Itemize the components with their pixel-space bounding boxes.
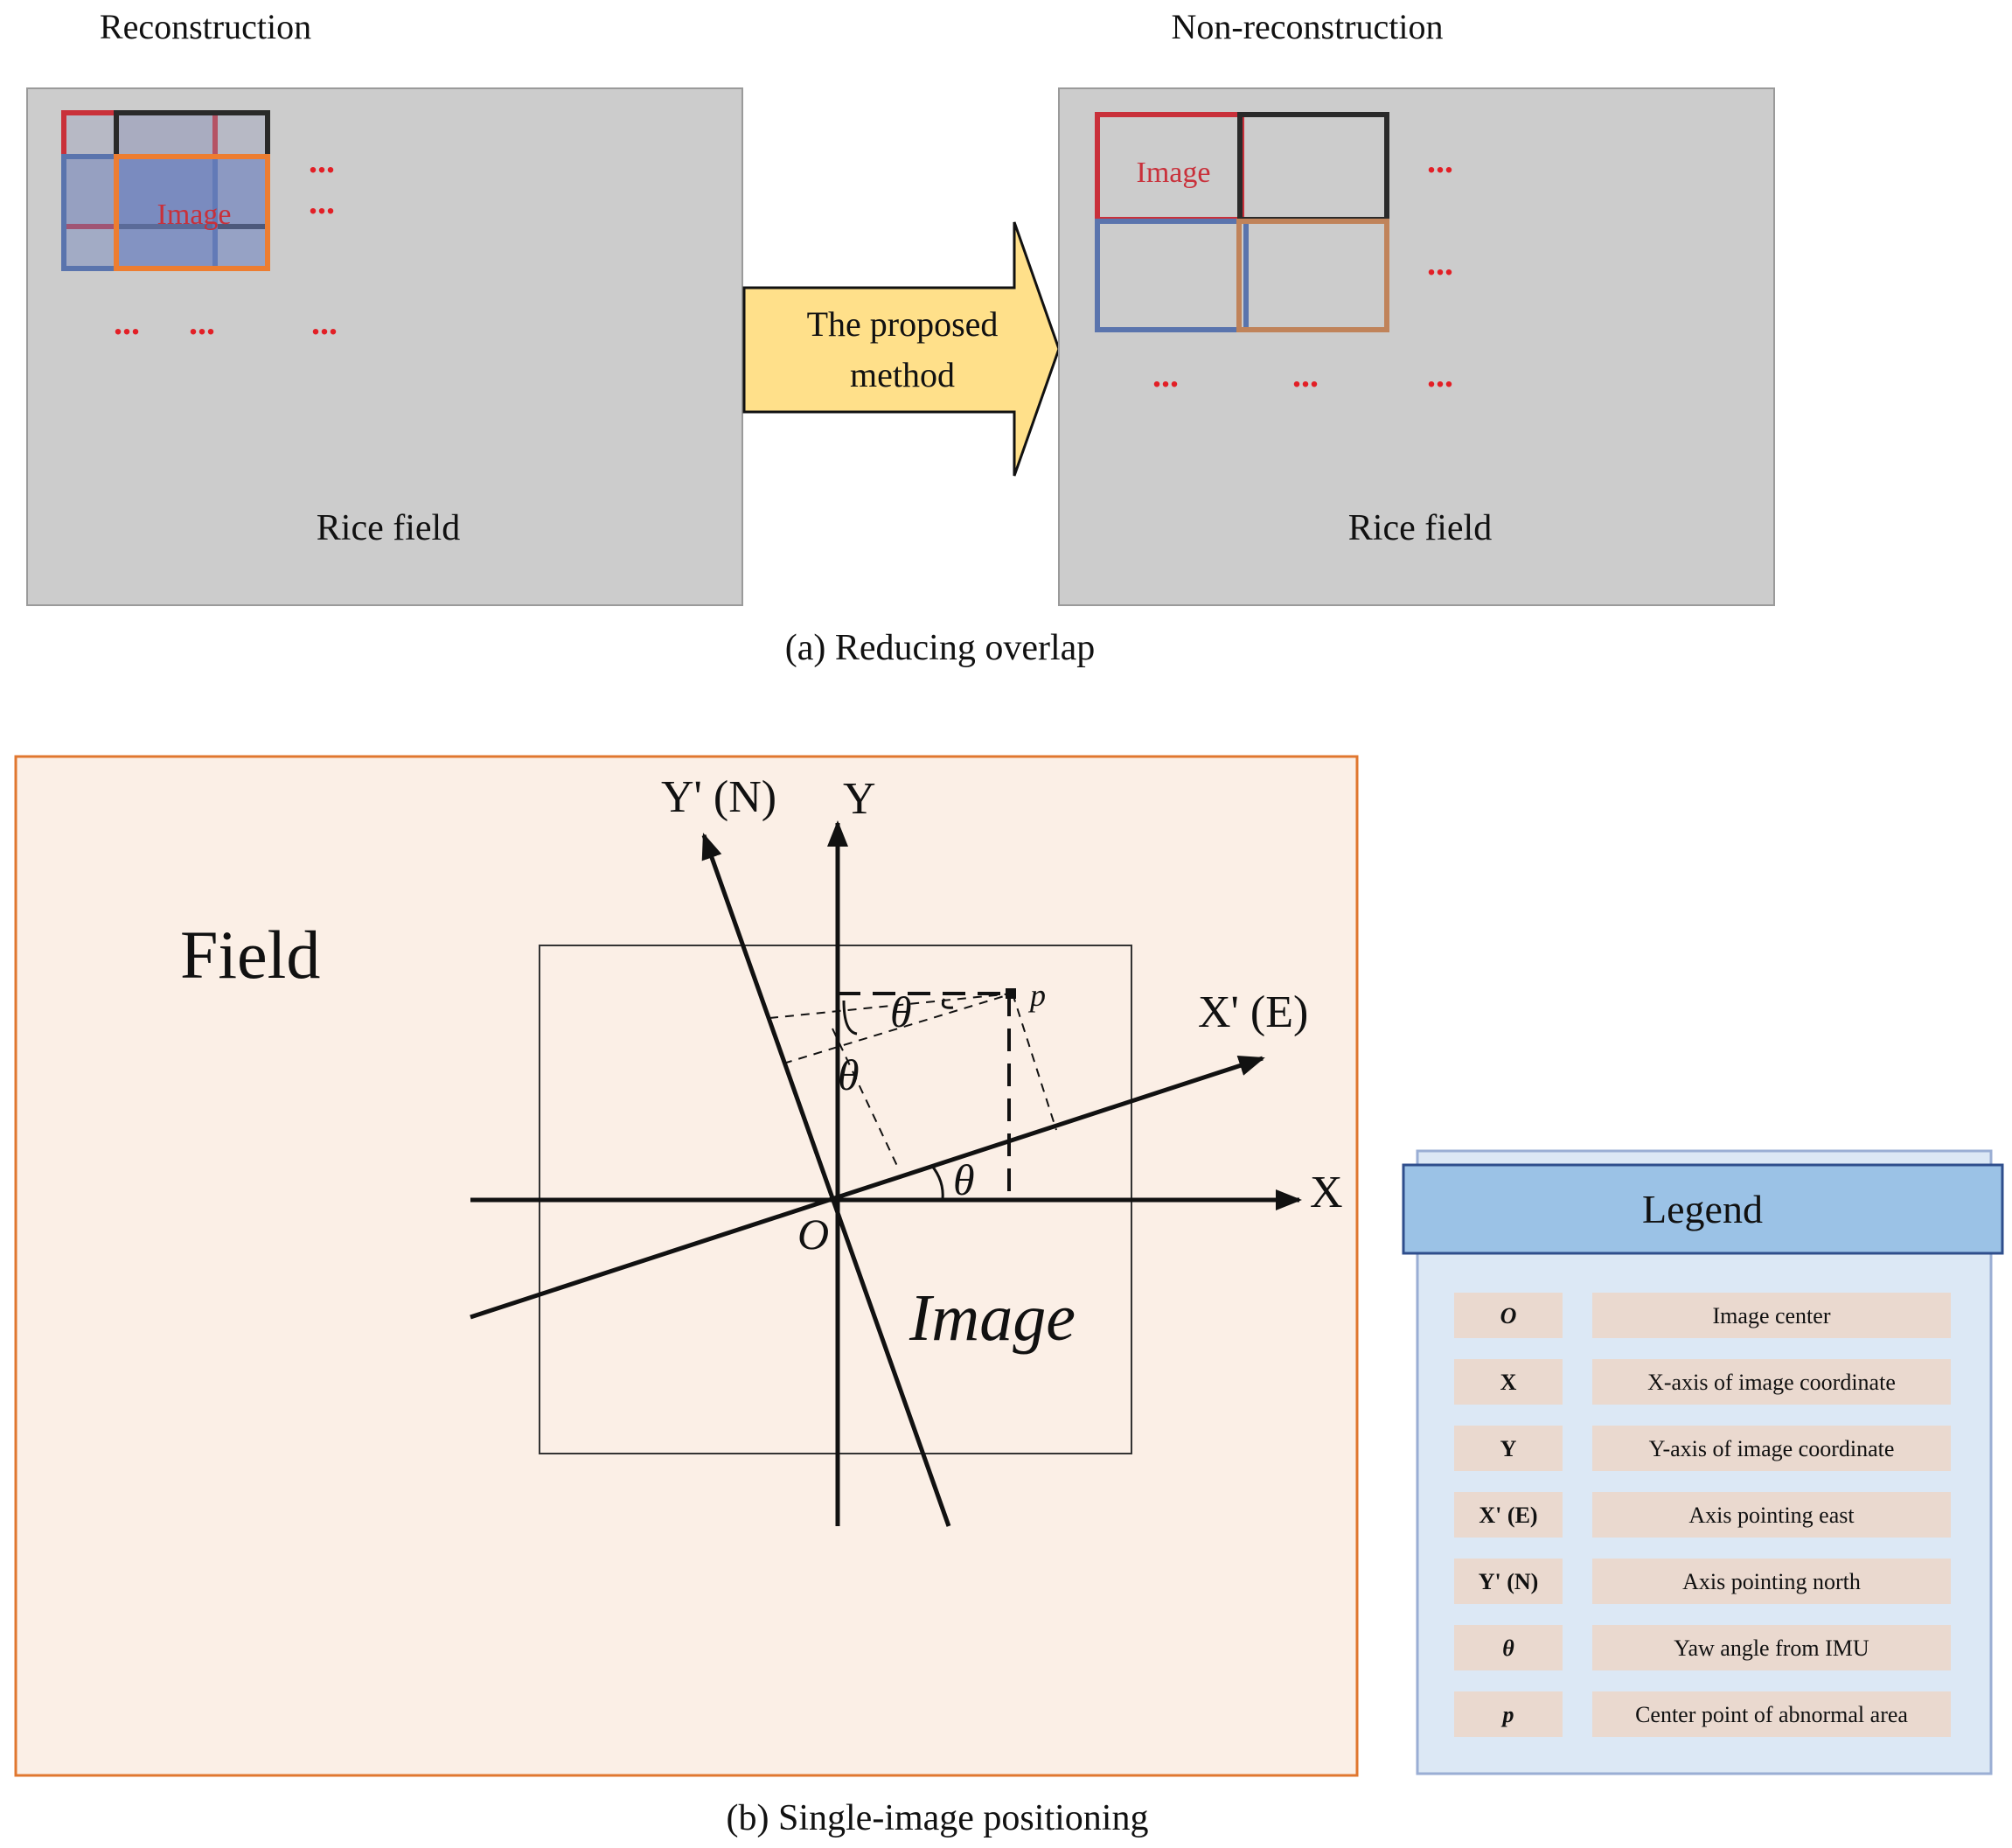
right-ellipses: ... ... ... ... ... (1152, 141, 1453, 394)
legend-symbol-cell (1454, 1359, 1563, 1405)
proposed-method-arrow (742, 221, 1061, 477)
panel-b: Field p θ θ θ (14, 755, 1359, 1838)
legend-row: X X-axis of image coordinate (1454, 1359, 1951, 1405)
image-frame-blue (1095, 219, 1249, 332)
legend-desc-cell (1592, 1691, 1951, 1737)
origin-label: O (797, 1210, 829, 1259)
image-frame-orange (114, 154, 270, 271)
legend-desc-cell (1592, 1559, 1951, 1604)
legend-symbol-cell (1454, 1625, 1563, 1670)
legend-desc-cell (1592, 1293, 1951, 1338)
left-field-label: Rice field (317, 508, 460, 548)
projection-lines (769, 993, 1057, 1167)
legend-desc: Y-axis of image coordinate (1649, 1436, 1895, 1461)
image-label: Image (909, 1281, 1076, 1355)
field-label: Field (180, 917, 320, 993)
right-image-grid: Image (1095, 112, 1389, 332)
legend-symbol-cell (1454, 1293, 1563, 1338)
legend-symbol: X' (E) (1479, 1503, 1537, 1528)
right-rice-field (1058, 87, 1775, 606)
ellipsis: ... (189, 303, 215, 342)
ellipsis: ... (1292, 355, 1319, 394)
projection-line (783, 993, 1013, 1064)
y-prime-axis-label: Y' (N) (661, 772, 776, 822)
legend-row: Y Y-axis of image coordinate (1454, 1426, 1951, 1471)
ellipsis: ... (311, 303, 338, 342)
right-title: Non-reconstruction (1171, 7, 1443, 46)
projection-line (832, 1028, 898, 1167)
right-image-label: Image (1137, 157, 1211, 189)
ellipsis: ... (1427, 355, 1453, 394)
legend-symbol: X (1500, 1370, 1517, 1395)
legend-desc-cell (1592, 1359, 1951, 1405)
legend-symbol-cell (1454, 1559, 1563, 1604)
field-area (14, 755, 1359, 1777)
legend-symbol: O (1500, 1303, 1517, 1328)
legend-desc: Axis pointing north (1682, 1569, 1861, 1594)
point-p-marker (1006, 988, 1016, 999)
legend-desc: Axis pointing east (1688, 1503, 1855, 1528)
ellipsis: ... (114, 303, 140, 342)
legend-row: O Image center (1454, 1293, 1951, 1338)
projection-line (1012, 993, 1057, 1131)
legend-symbol-cell (1454, 1426, 1563, 1471)
ellipsis: ... (1152, 355, 1179, 394)
left-ellipses: ... ... ... ... ... (114, 141, 338, 342)
legend-desc-cell (1592, 1426, 1951, 1471)
x-axis-label: X (1310, 1168, 1343, 1217)
legend-title: Legend (1642, 1187, 1763, 1231)
theta-label: θ (838, 1050, 860, 1099)
legend-header (1402, 1163, 2004, 1255)
legend-symbol: Y (1500, 1436, 1517, 1461)
legend-desc: Center point of abnormal area (1635, 1702, 1908, 1727)
angle-arc (842, 1000, 858, 1036)
theta-label: θ (953, 1155, 975, 1204)
legend-desc: Image center (1713, 1303, 1831, 1328)
arrow-text-line2: method (850, 355, 955, 394)
axes (470, 820, 1302, 1527)
legend-symbol: Y' (N) (1479, 1569, 1539, 1594)
legend-symbol: θ (1502, 1635, 1514, 1661)
legend-desc: Yaw angle from IMU (1674, 1635, 1869, 1661)
y-prime-axis (701, 833, 951, 1527)
point-p-label: p (1027, 978, 1046, 1013)
legend-row: θ Yaw angle from IMU (1454, 1625, 1951, 1670)
panel-a: Reconstruction Non-reconstruction Image … (26, 7, 1775, 668)
p-coordinate-lines (838, 992, 1013, 1200)
legend-row: X' (E) Axis pointing east (1454, 1492, 1951, 1538)
x-prime-axis (470, 1055, 1265, 1320)
ellipsis: ... (1427, 243, 1453, 282)
image-frame-brown (1236, 219, 1389, 332)
ellipsis: ... (309, 141, 335, 180)
caption-a: (a) Reducing overlap (785, 628, 1096, 668)
ellipsis: ... (309, 182, 335, 221)
legend-desc-cell (1592, 1625, 1951, 1670)
y-axis-label: Y (843, 774, 876, 824)
legend-symbol: p (1501, 1702, 1514, 1727)
right-field-label: Rice field (1348, 508, 1492, 548)
legend-desc-cell (1592, 1492, 1951, 1538)
x-prime-axis-label: X' (E) (1198, 987, 1308, 1037)
left-image-label: Image (157, 199, 232, 231)
legend-symbol-cell (1454, 1691, 1563, 1737)
arrow-text-line1: The proposed (807, 304, 999, 344)
legend-symbol-cell (1454, 1492, 1563, 1538)
left-image-stack: Image (61, 110, 270, 271)
legend-row: Y' (N) Axis pointing north (1454, 1559, 1951, 1604)
ellipsis: ... (1427, 141, 1453, 180)
caption-b: (b) Single-image positioning (727, 1798, 1149, 1838)
theta-label: θ (890, 987, 912, 1036)
legend-row: p Center point of abnormal area (1454, 1691, 1951, 1737)
legend-desc: X-axis of image coordinate (1647, 1370, 1896, 1395)
angle-arc (941, 998, 954, 1009)
left-title: Reconstruction (100, 7, 311, 46)
